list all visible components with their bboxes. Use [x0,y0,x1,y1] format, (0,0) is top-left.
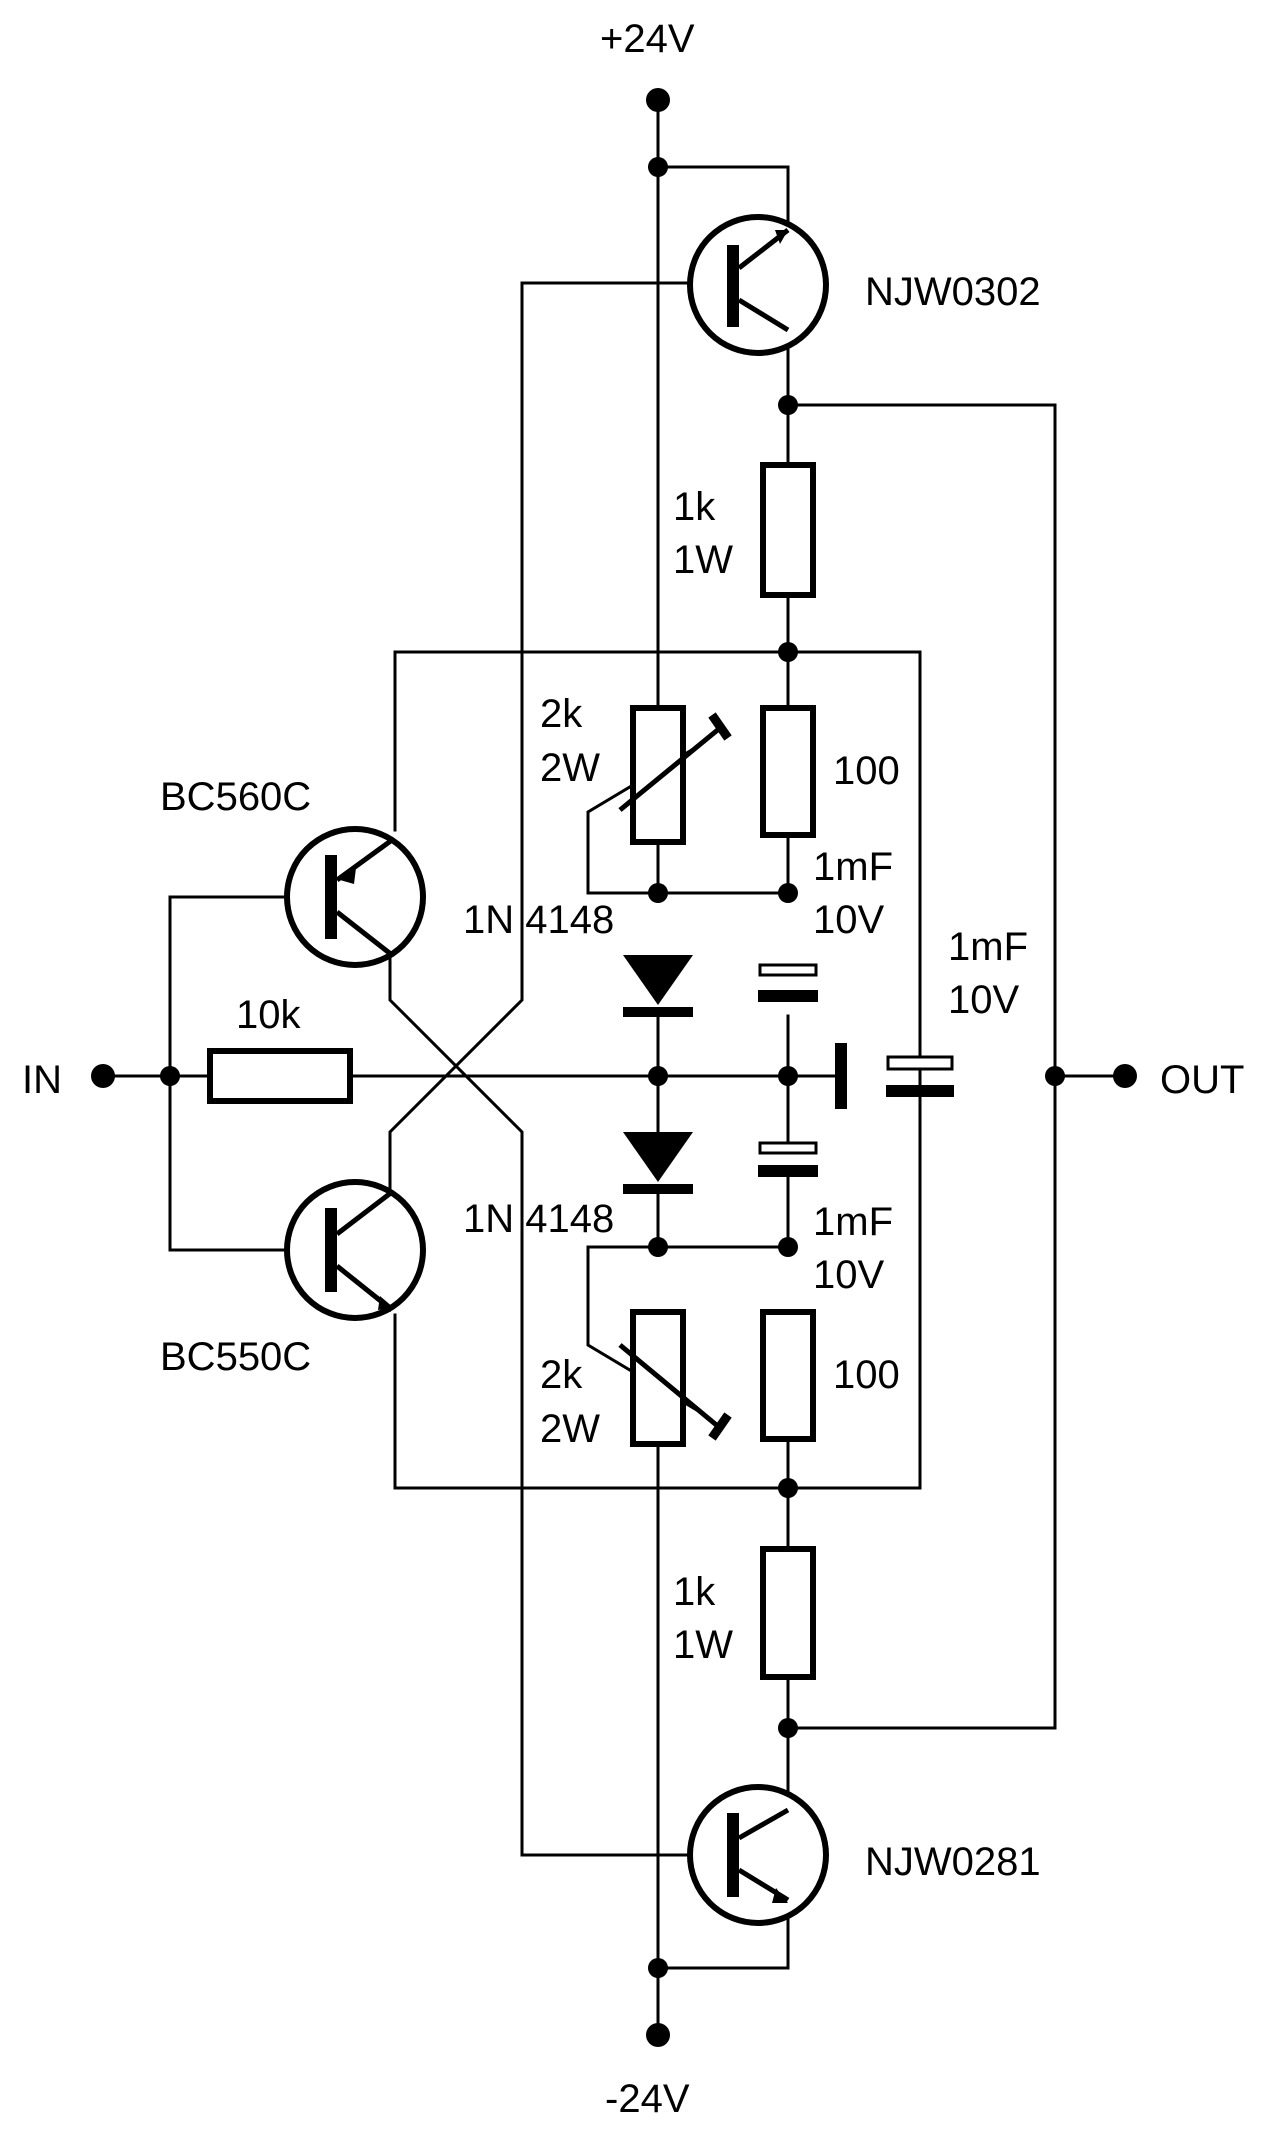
transistor-bc560c [284,826,426,968]
resistor-lower-emitter [760,1546,816,1680]
transistor-bc560c-label: BC560C [160,775,311,819]
capacitor-upper-value: 1mF [813,845,893,889]
resistor-upper-bias [760,705,816,838]
capacitor-lower-rating: 10V [813,1253,884,1297]
diode-upper-label: 1N 4148 [463,898,614,942]
diode-lower-label: 1N 4148 [463,1197,614,1241]
resistor-upper-pot-value: 2k [540,692,583,736]
resistor-lower-pot-rating: 2W [540,1407,600,1451]
resistor-upper-emitter-rating: 1W [673,538,733,582]
diode-lower [623,1132,693,1194]
capacitor-lower-value: 1mF [813,1200,893,1244]
resistor-upper-pot-rating: 2W [540,746,600,790]
resistor-input [207,1048,353,1104]
transistor-bc550c [284,1179,426,1321]
resistor-lower-bias-value: 100 [833,1353,900,1397]
rail-positive-label: +24V [600,17,695,61]
rail-negative-label: -24V [605,2077,690,2121]
diode-upper [623,955,693,1017]
capacitor-coupling-value: 1mF [948,925,1028,969]
capacitor-lower [758,1141,818,1177]
pot-wiper-upper [618,712,732,812]
transistor-njw0302 [687,214,829,356]
transistor-njw0281 [687,1784,829,1926]
resistor-upper-emitter-value: 1k [673,485,716,529]
capacitor-coupling [835,1043,954,1109]
transistor-njw0302-label: NJW0302 [865,270,1041,314]
resistor-upper-pot [630,705,686,845]
capacitor-upper-rating: 10V [813,898,884,942]
junction-dots [91,88,1137,2047]
resistor-lower-bias [760,1309,816,1442]
resistor-lower-emitter-value: 1k [673,1570,716,1614]
output-label: OUT [1160,1058,1244,1102]
input-label: IN [22,1058,62,1102]
resistor-lower-pot-value: 2k [540,1353,583,1397]
resistor-input-value: 10k [236,993,301,1037]
capacitor-upper [758,963,818,1002]
transistor-bc550c-label: BC550C [160,1335,311,1379]
transistor-njw0281-label: NJW0281 [865,1840,1041,1884]
resistor-upper-bias-value: 100 [833,749,900,793]
resistor-upper-emitter [760,462,816,598]
pot-wiper-lower [618,1343,732,1441]
capacitor-coupling-rating: 10V [948,978,1019,1022]
resistor-lower-emitter-rating: 1W [673,1623,733,1667]
